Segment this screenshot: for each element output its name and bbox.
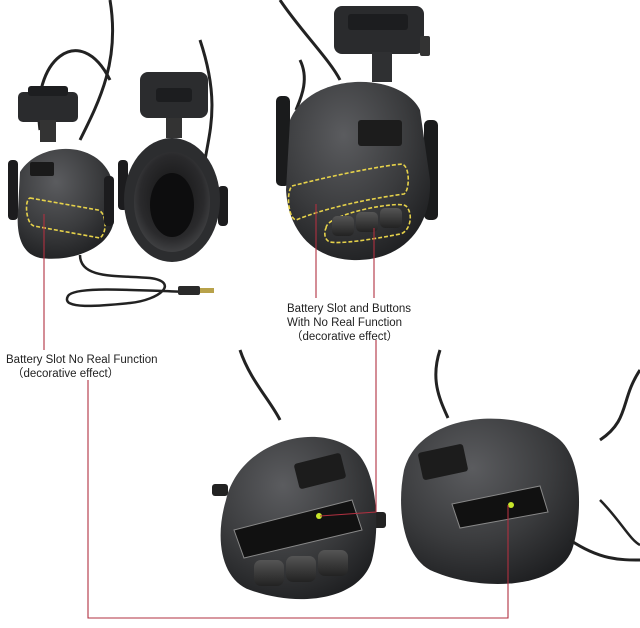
- headset-pair-left-view: [8, 0, 228, 308]
- callout-bottom-left-led: [319, 340, 377, 517]
- annotation-left-line1: Battery Slot No Real Function: [6, 354, 158, 366]
- annotation-left-line2: （decorative effect）: [12, 368, 120, 380]
- earcup-left-outer: [8, 148, 114, 259]
- buttons-highlight-top: [324, 203, 412, 244]
- earcup-open-left: [212, 349, 386, 600]
- annotation-right-line3: （decorative effect）: [291, 331, 399, 343]
- battery-slot-highlight-top: [287, 163, 410, 221]
- led-right: [508, 502, 514, 508]
- annotation-right-line1: Battery Slot and Buttons: [287, 303, 412, 315]
- led-left: [316, 513, 322, 519]
- earcup-closeup-top: [276, 0, 438, 261]
- battery-slot-highlight-left: [25, 197, 106, 239]
- callout-bottom-route: [87, 380, 509, 619]
- callout-lines: [43, 204, 509, 619]
- annotation-left: Battery Slot No Real Function （decorativ…: [6, 353, 158, 381]
- audio-plug: [178, 286, 214, 295]
- annotation-right-line2: With No Real Function: [287, 317, 403, 329]
- battery-compartment-right: [451, 485, 549, 529]
- earcup-open-right: [401, 349, 640, 584]
- earcup-right-pad: [118, 138, 228, 262]
- battery-compartment-left: [233, 499, 363, 559]
- annotation-right: Battery Slot and Buttons With No Real Fu…: [287, 302, 411, 344]
- rail-mount-right: [140, 72, 208, 138]
- rail-mount-top: [334, 6, 430, 82]
- rail-mount-left: [18, 86, 78, 142]
- coiled-cable: [65, 254, 191, 308]
- buttons-bottom: [254, 550, 348, 586]
